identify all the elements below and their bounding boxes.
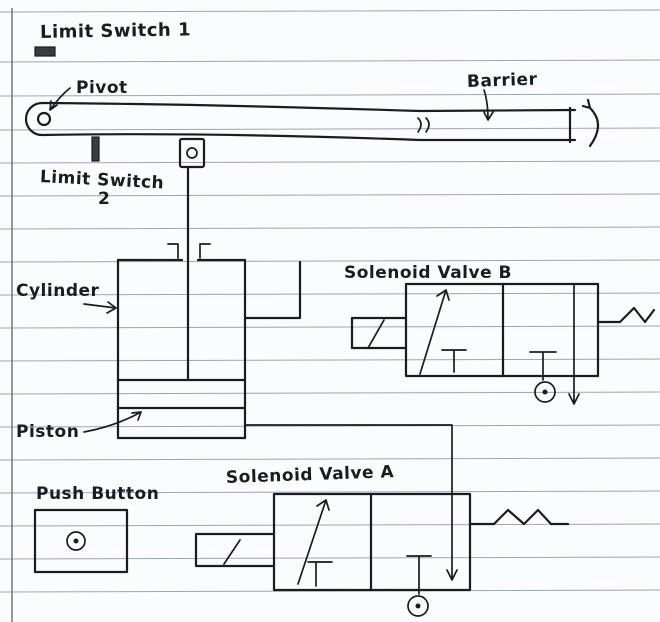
rod-joint-bracket (178, 137, 206, 169)
pivot-arrow-icon (49, 87, 71, 111)
limit-switch-1-block (34, 46, 56, 57)
barrier-label: Barrier (466, 69, 538, 92)
solenoid-valve-b-label: Solenoid Valve B (344, 263, 512, 283)
barrier-arm (24, 101, 577, 144)
ruled-lines (0, 8, 660, 622)
push-button-box (33, 508, 129, 574)
limit-switch-2-block (91, 136, 100, 162)
piston-label: Piston (16, 422, 80, 442)
solenoid-valve-b (350, 282, 656, 405)
limit-switch-2-number: 2 (98, 189, 111, 209)
limit-switch-1-label: Limit Switch 1 (39, 19, 192, 43)
cylinder-label: Cylinder (16, 281, 100, 301)
piston-arrow-icon (83, 411, 142, 433)
barrier-arrow-icon (483, 89, 494, 121)
rotation-arrow-icon (581, 98, 600, 148)
air-line-b (243, 260, 302, 320)
pivot-pin-icon (36, 111, 52, 127)
push-button-label: Push Button (36, 484, 160, 504)
pivot-label: Pivot (76, 78, 128, 98)
piston-head (116, 378, 247, 410)
solenoid-valve-a (194, 492, 570, 617)
cylinder-arrow-icon (83, 301, 117, 314)
air-line-a (244, 424, 458, 581)
